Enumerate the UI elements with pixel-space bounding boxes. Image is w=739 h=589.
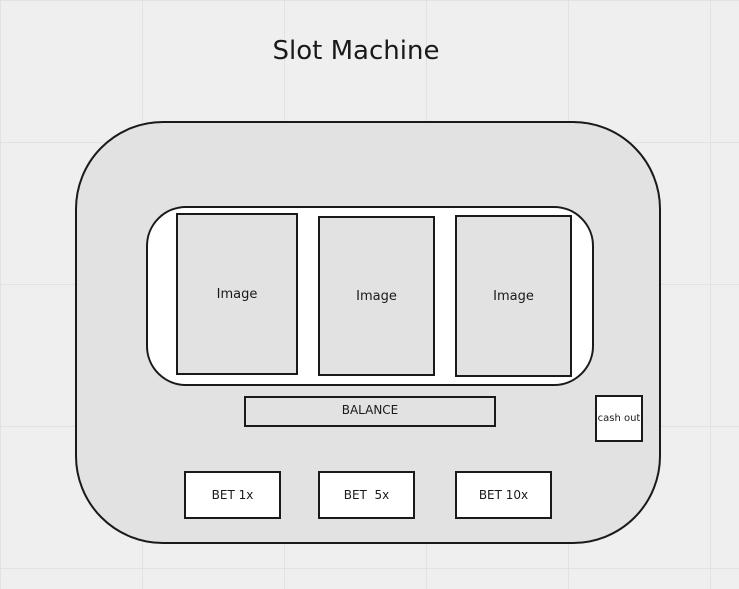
balance-display: BALANCE [244, 396, 496, 427]
reel-image-3: Image [455, 215, 572, 377]
bet-10x-label: BET 10x [478, 488, 529, 502]
cash-out-button[interactable]: cash out [595, 395, 643, 442]
bet-5x-label: BET 5x [343, 488, 390, 502]
bet-10x-button[interactable]: BET 10x [455, 471, 552, 519]
reel-image-1: Image [176, 213, 298, 375]
reel-2-label: Image [356, 288, 397, 304]
balance-label: BALANCE [341, 403, 399, 417]
reel-1-label: Image [216, 286, 258, 302]
bet-1x-label: BET 1x [211, 488, 254, 502]
bet-5x-button[interactable]: BET 5x [318, 471, 415, 519]
reel-image-2: Image [318, 216, 435, 376]
bet-1x-button[interactable]: BET 1x [184, 471, 281, 519]
reel-3-label: Image [493, 288, 534, 304]
page-title: Slot Machine [272, 36, 440, 66]
cash-out-label: cash out [597, 413, 641, 424]
